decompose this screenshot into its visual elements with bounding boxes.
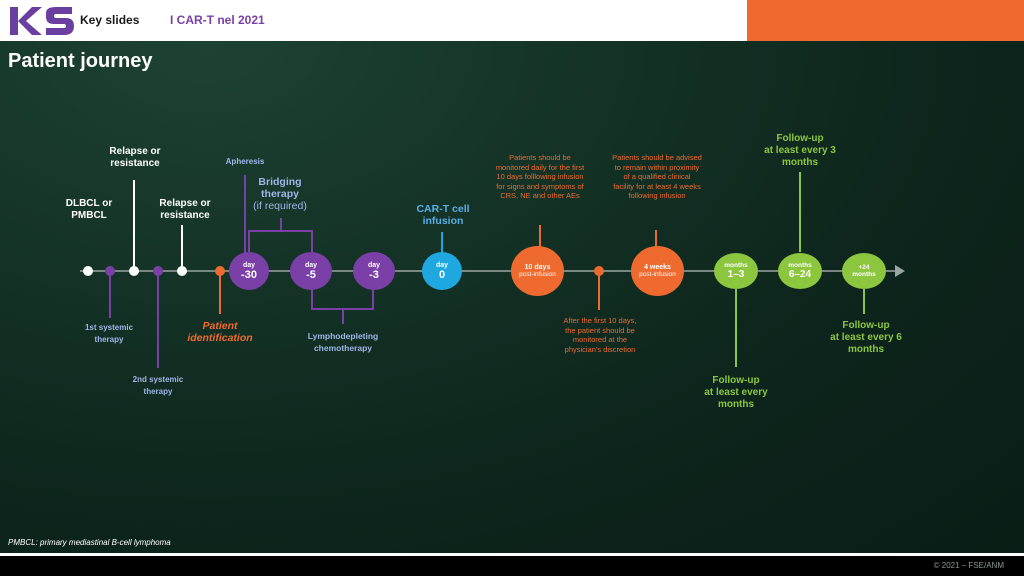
months-value: 1–3 bbox=[727, 269, 745, 280]
day-label: day bbox=[304, 261, 318, 269]
day-minus3-node: day -3 bbox=[353, 252, 395, 290]
monitor-daily-note: Patients should be monitored daily for t… bbox=[495, 153, 585, 200]
four-weeks-label: 4 weeks bbox=[644, 264, 671, 271]
months-24-node: +24 months bbox=[842, 253, 886, 289]
apheresis-label: Apheresis bbox=[225, 157, 265, 166]
day-value: -30 bbox=[241, 268, 257, 281]
plus24-label: +24 bbox=[858, 264, 870, 271]
months-value: 6–24 bbox=[788, 269, 812, 280]
day-label: day bbox=[242, 261, 256, 269]
months-1-3-node: months 1–3 bbox=[714, 253, 758, 289]
slide-background bbox=[0, 41, 1024, 554]
footer-divider bbox=[0, 553, 1024, 556]
day-0-node: day 0 bbox=[422, 252, 462, 290]
systemic2-dot bbox=[153, 266, 163, 276]
header-subtitle: I CAR-T nel 2021 bbox=[170, 13, 265, 27]
months-label: months bbox=[852, 271, 876, 278]
day-value: -3 bbox=[369, 268, 379, 281]
day-minus5-node: day -5 bbox=[290, 252, 332, 290]
dlbcl-dot bbox=[83, 266, 93, 276]
day-label: day bbox=[367, 261, 381, 269]
after-first-dot bbox=[594, 266, 604, 276]
day-label: day bbox=[435, 261, 449, 269]
footnote: PMBCL: primary mediastinal B-cell lympho… bbox=[8, 538, 171, 547]
footer-bar bbox=[0, 556, 1024, 576]
patient-id-dot bbox=[215, 266, 225, 276]
header-accent bbox=[747, 0, 1024, 41]
months-6-24-node: months 6–24 bbox=[778, 253, 822, 289]
relapse2-dot bbox=[177, 266, 187, 276]
four-weeks-node: 4 weeks post-infusion bbox=[631, 246, 684, 296]
months-label: months bbox=[724, 262, 748, 269]
copyright: © 2021 – FSE/ANM bbox=[933, 561, 1004, 570]
relapse1-dot bbox=[129, 266, 139, 276]
proximity-note: Patients should be advised to remain wit… bbox=[612, 153, 702, 200]
after-first-note: After the first 10 days, the patient sho… bbox=[563, 316, 637, 354]
ten-days-label: 10 days bbox=[524, 264, 551, 271]
page-title: Patient journey bbox=[8, 50, 153, 72]
post-infusion-label: post-infusion bbox=[519, 271, 556, 278]
post-infusion-label: post-infusion bbox=[639, 271, 676, 278]
header-bar: Key slides I CAR-T nel 2021 bbox=[0, 0, 1024, 41]
ten-days-node: 10 days post-infusion bbox=[511, 246, 564, 296]
systemic1-dot bbox=[105, 266, 115, 276]
key-slides-label: Key slides bbox=[80, 13, 140, 27]
months-label: months bbox=[788, 262, 812, 269]
day-minus30-node: day -30 bbox=[229, 252, 269, 290]
day-value: -5 bbox=[306, 268, 316, 281]
timeline-arrowhead bbox=[895, 265, 905, 277]
ks-logo bbox=[10, 7, 74, 35]
day-value: 0 bbox=[438, 268, 446, 281]
